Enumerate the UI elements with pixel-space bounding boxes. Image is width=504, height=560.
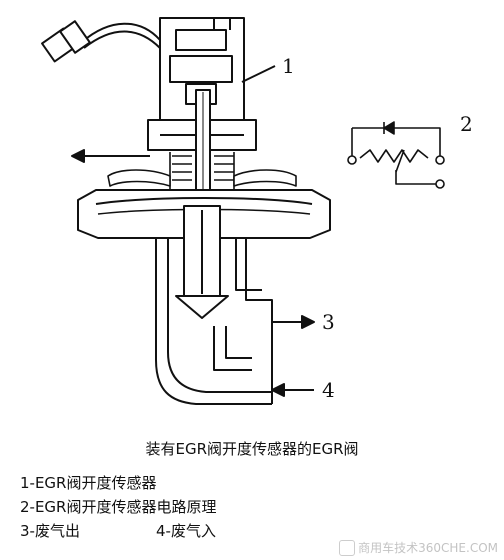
legend-item-1: 1-EGR阀开度传感器 xyxy=(20,474,157,492)
watermark-logo-icon xyxy=(339,540,356,556)
diaphragm-spring xyxy=(107,152,297,190)
callout-label-4: 4 xyxy=(322,378,335,402)
watermark-text: 商用车技术360CHE.COM xyxy=(358,540,498,555)
exhaust-out-arrow xyxy=(272,315,315,329)
legend-item-2: 2-EGR阀开度传感器电路原理 xyxy=(20,498,217,516)
callout-label-1: 1 xyxy=(282,54,295,78)
legend-item-4: 4-废气入 xyxy=(156,522,216,540)
vacuum-port-arrow xyxy=(71,149,150,163)
egr-valve-diagram xyxy=(41,17,445,405)
sensor-connector xyxy=(41,20,161,63)
callout-1-leader xyxy=(241,65,276,83)
callout-label-2: 2 xyxy=(460,112,473,136)
valve-head xyxy=(175,205,229,319)
figure-caption: 装有EGR阀开度传感器的EGR阀 xyxy=(145,440,359,458)
sensor-circuit xyxy=(347,121,445,189)
valve-body xyxy=(155,238,273,405)
callout-label-3: 3 xyxy=(322,310,335,334)
legend-item-3: 3-废气出 xyxy=(20,522,80,540)
exhaust-in-arrow xyxy=(271,383,314,397)
watermark: 商用车技术360CHE.COM xyxy=(339,539,498,556)
